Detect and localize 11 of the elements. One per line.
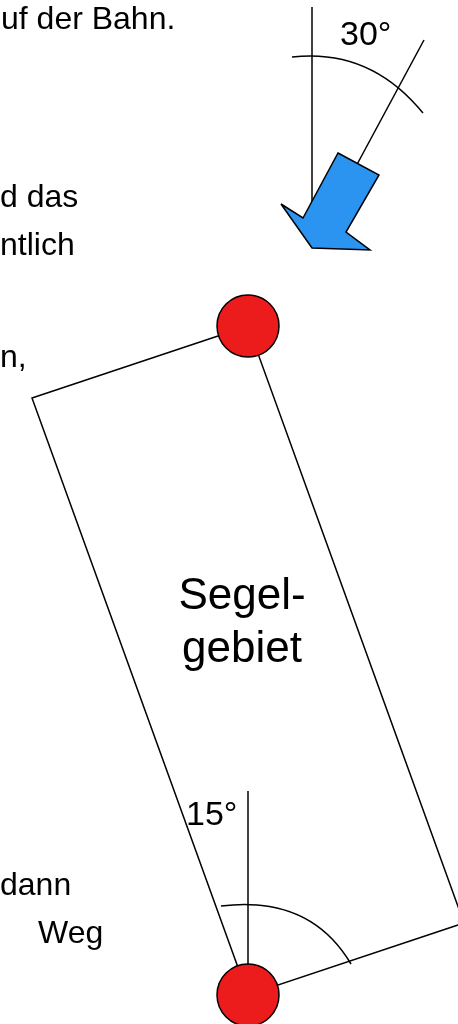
buoy-marker	[216, 294, 280, 358]
text-fragment: n,	[0, 340, 27, 372]
area-label: Segel- gebiet	[177, 568, 307, 673]
text-fragment: Weg	[38, 916, 104, 948]
text-fragment: uf der Bahn.	[1, 2, 176, 34]
text-fragment: dann	[0, 868, 72, 900]
text-fragment: d das	[0, 180, 79, 212]
text-fragment: ntlich	[0, 228, 75, 260]
angle-label: 15°	[186, 796, 238, 830]
buoy-marker	[216, 963, 280, 1024]
angle-label: 30°	[340, 16, 392, 50]
